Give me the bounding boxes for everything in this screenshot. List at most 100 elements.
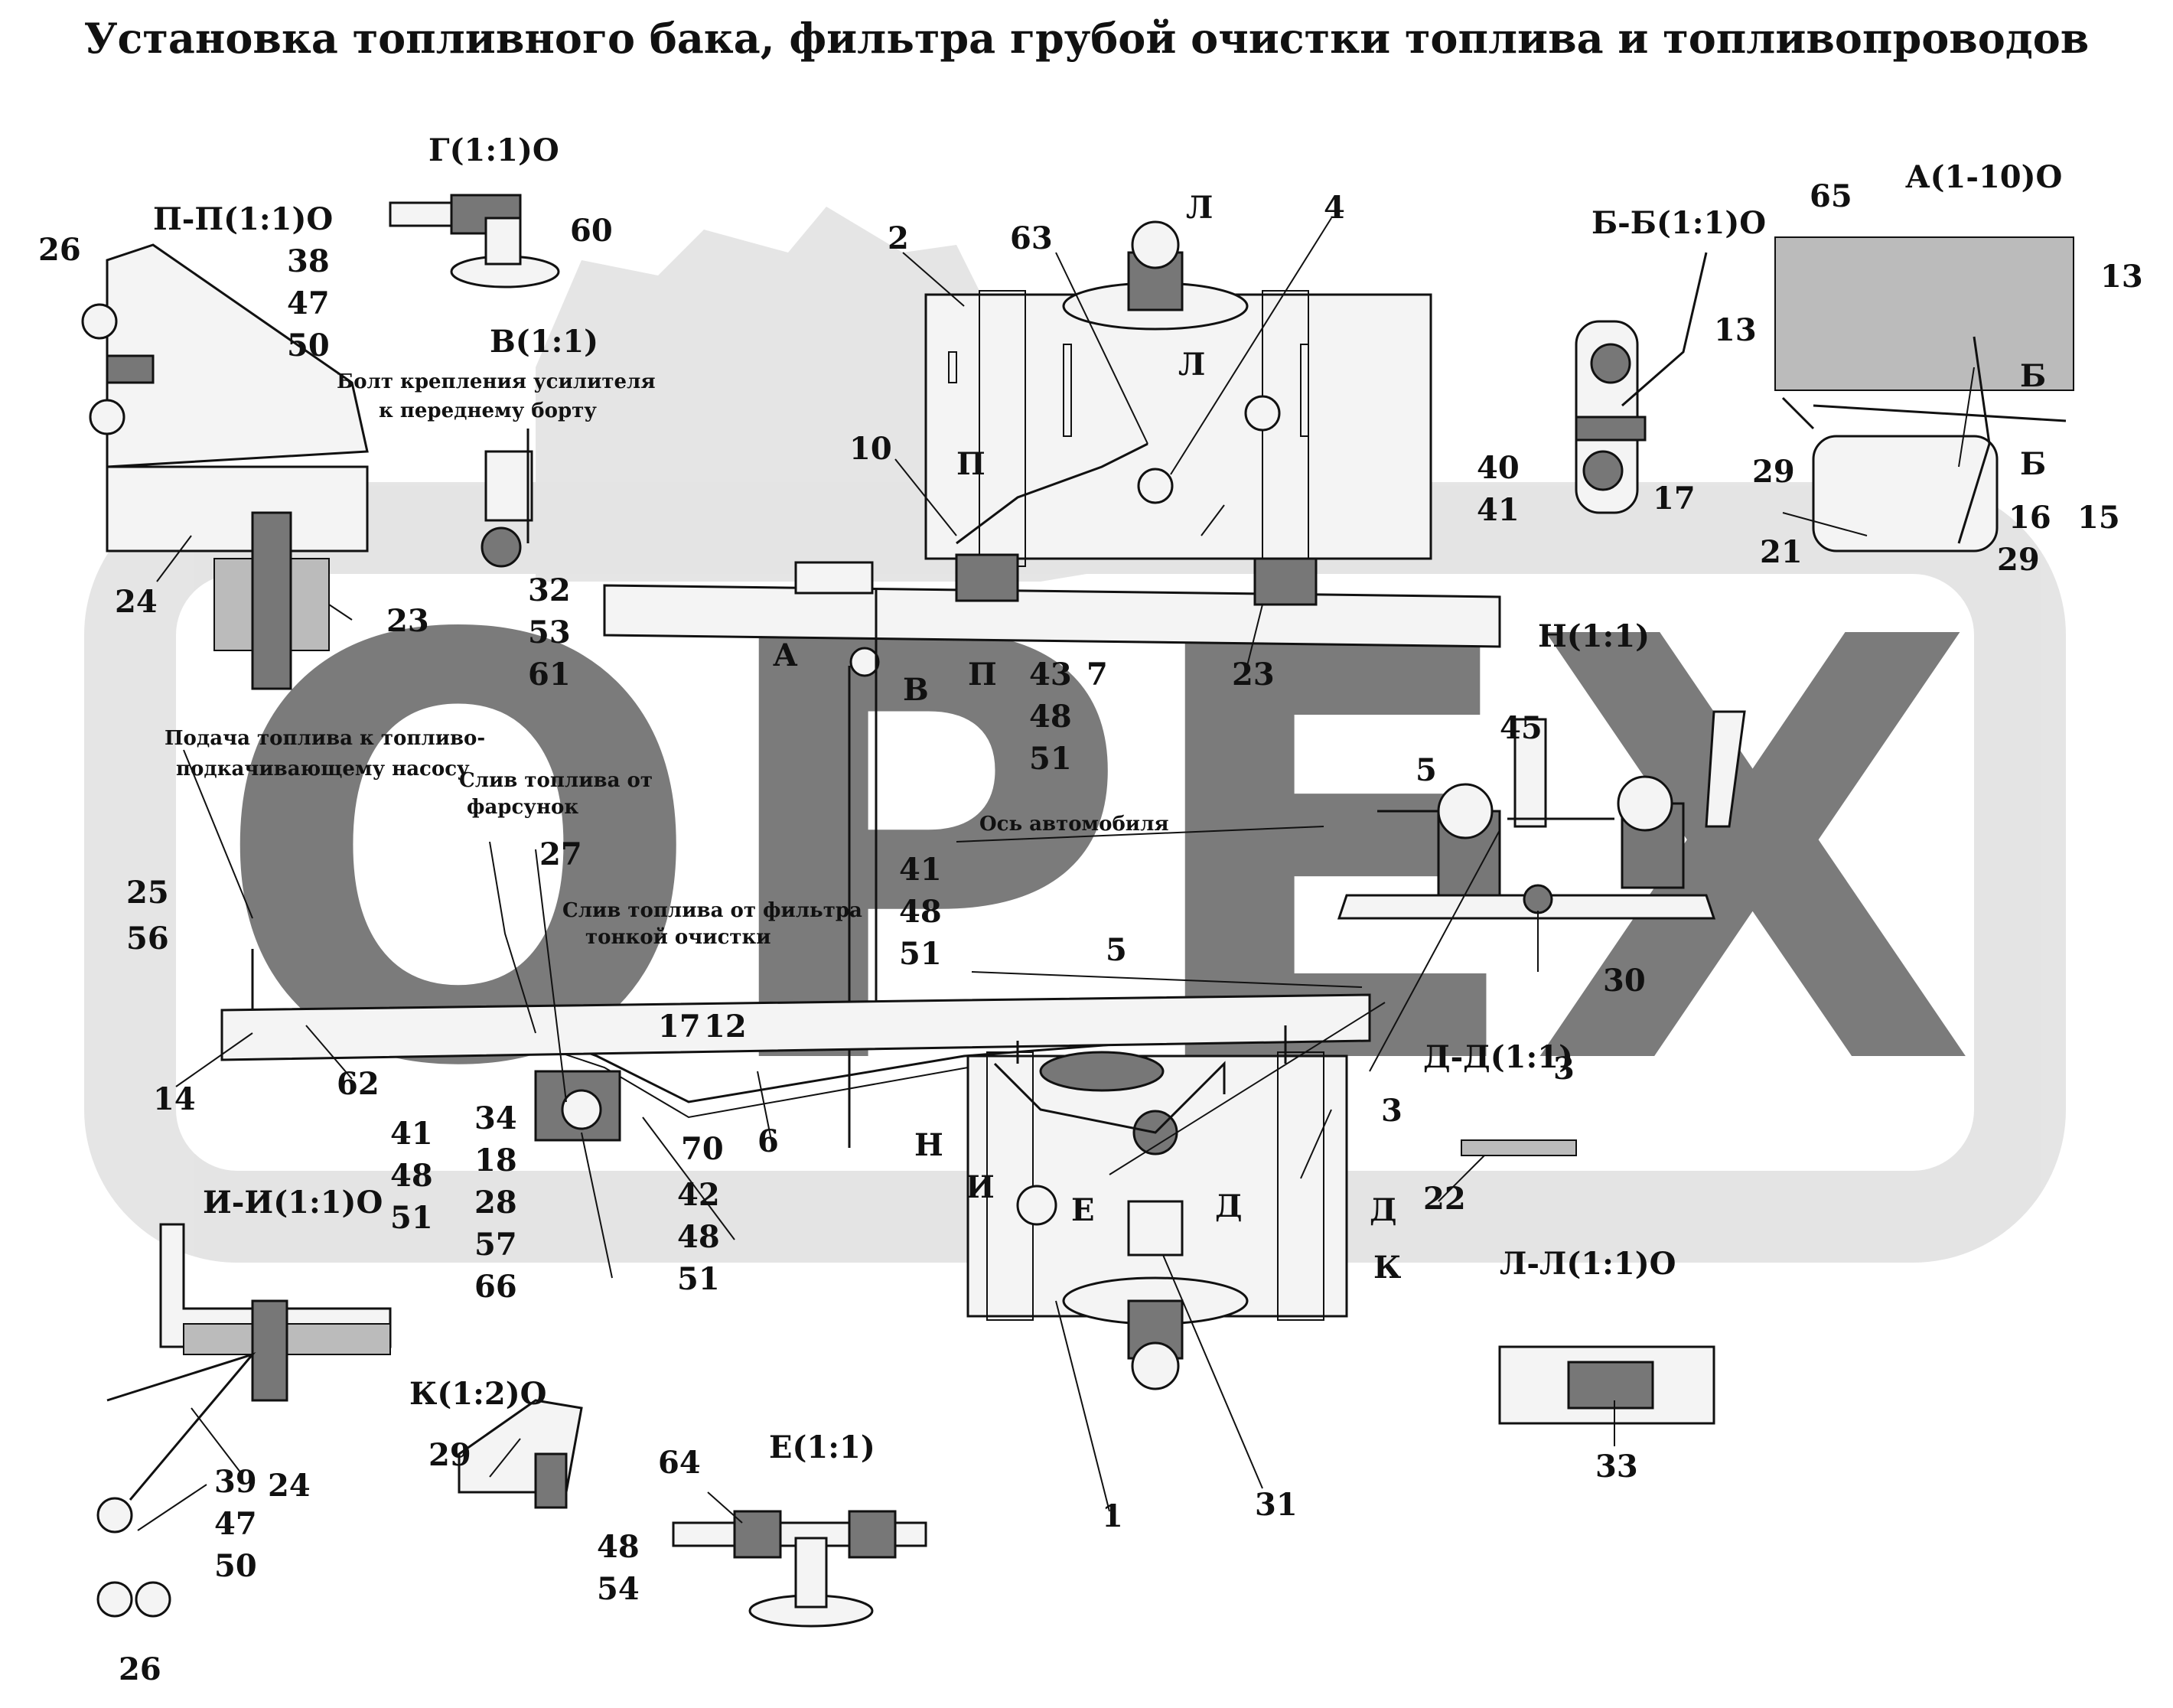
- tank-mount-left: [955, 553, 1019, 602]
- callout-27: 27: [539, 836, 582, 872]
- leader-62: [305, 1025, 353, 1080]
- callout-22: 22: [1423, 1181, 1466, 1217]
- view-ll-detail: [1498, 1345, 1715, 1425]
- note-drain-filter-line2: тонкой очистки: [585, 926, 771, 949]
- callout-21: 21: [1760, 534, 1803, 570]
- leader-4: [1170, 217, 1332, 475]
- tank-mount-right: [1253, 557, 1318, 606]
- leader-42: [642, 1116, 735, 1240]
- a-nozzle: [1781, 396, 1815, 430]
- view-title-ll: Л-Л(1:1)О: [1500, 1246, 1676, 1282]
- callout-54: 54: [597, 1571, 640, 1607]
- filter-cap: [561, 1089, 602, 1130]
- callout-63: 63: [1010, 220, 1053, 256]
- callout-51: 51: [1029, 741, 1072, 777]
- callout-17: 17: [1653, 481, 1696, 517]
- pp-nut: [106, 354, 155, 384]
- section-letter-l-top: Л: [1186, 190, 1213, 226]
- tank-plug: [1244, 395, 1281, 432]
- coarse-fuel-filter: [534, 1070, 621, 1142]
- callout-62: 62: [337, 1066, 380, 1102]
- callout-70: 70: [681, 1131, 724, 1167]
- callout-29-a: 29: [1997, 542, 2040, 578]
- leader-31: [1162, 1254, 1263, 1489]
- leader-23a: [328, 604, 353, 621]
- callout-45: 45: [1500, 710, 1543, 746]
- injector-drain-line: [489, 841, 536, 1034]
- leader-22: [1438, 1155, 1485, 1202]
- callout-41: 41: [1477, 492, 1520, 528]
- e-fitting-right: [848, 1510, 897, 1559]
- leader-2: [902, 252, 965, 307]
- callout-41-line: 41: [899, 852, 942, 888]
- section-letter-b1: Б: [2020, 358, 2046, 394]
- callout-10: 10: [849, 431, 892, 467]
- ll-sensor: [1567, 1361, 1654, 1410]
- pp-roller-1: [81, 303, 118, 340]
- tank-slot-1: [948, 351, 957, 383]
- callout-48-filter: 48: [390, 1158, 433, 1194]
- frame-rail-top: [603, 584, 1501, 648]
- callout-3-strip: 3: [1553, 1051, 1575, 1087]
- leader-lines: [137, 217, 1975, 1531]
- leader-feed: [183, 749, 253, 919]
- pp-roller-2: [89, 399, 125, 435]
- callout-29: 29: [1752, 454, 1795, 490]
- view-title-e: Е(1:1): [769, 1429, 875, 1465]
- e-stem: [794, 1537, 828, 1609]
- leader-23b: [1246, 604, 1263, 667]
- g-hose: [389, 201, 453, 227]
- view-title-dd: Д-Д(1:1): [1423, 1039, 1573, 1075]
- callout-16: 16: [2008, 500, 2051, 536]
- view-e-detail: [672, 1510, 927, 1628]
- callout-29-k: 29: [428, 1437, 471, 1473]
- callout-50-ii: 50: [214, 1548, 257, 1584]
- pp-bracket: [106, 243, 369, 468]
- section-letter-e: Е: [1071, 1192, 1095, 1228]
- note-drain-filter-line1: Слив топлива от фильтра: [562, 899, 862, 922]
- note-feed-line2: подкачивающему насосу: [176, 758, 470, 781]
- callout-38: 38: [287, 243, 330, 279]
- view-g-detail: [389, 194, 560, 288]
- leader-29a: [1782, 512, 1868, 536]
- note-drain-injectors-line2: фарсунок: [467, 796, 578, 819]
- callout-61: 61: [528, 657, 571, 693]
- callout-12: 12: [704, 1009, 747, 1045]
- clip-v: [849, 647, 880, 677]
- callout-53: 53: [528, 614, 571, 650]
- ii-bracket: [106, 1352, 256, 1501]
- frame-bracket-a: [794, 561, 874, 595]
- note-bolt-line2: к переднему борту: [379, 399, 597, 422]
- section-letter-d1: Д: [1215, 1188, 1243, 1224]
- view-title-a: А(1-10)О: [1905, 159, 2062, 195]
- a-radiator: [1774, 236, 2074, 391]
- callout-34: 34: [474, 1100, 517, 1136]
- view-title-pp: П-П(1:1)О: [153, 201, 333, 237]
- bb-pipe: [1621, 252, 1708, 407]
- callout-25: 25: [126, 875, 169, 911]
- pp-bolt: [251, 511, 292, 690]
- tap-right-lever: [1705, 710, 1746, 828]
- leader-29c: [489, 1438, 521, 1478]
- callout-51-filter: 51: [390, 1200, 433, 1236]
- section-letter-p-top: П: [956, 446, 986, 482]
- callout-24-ii: 24: [268, 1468, 311, 1504]
- view-n-fuel-taps: [1337, 710, 1746, 920]
- callout-31: 31: [1255, 1487, 1298, 1523]
- tap-left-lever: [1513, 718, 1547, 828]
- callout-28: 28: [474, 1185, 517, 1221]
- frame-member-top: [603, 553, 1501, 677]
- callout-1: 1: [1102, 1498, 1123, 1534]
- fuel-tank-bottom: [966, 1025, 1348, 1390]
- g-elbow: [484, 217, 522, 266]
- callout-33: 33: [1595, 1449, 1638, 1485]
- fuel-level-sensor: [1137, 468, 1174, 504]
- section-letter-v: В: [903, 672, 929, 708]
- section-letter-k: К: [1373, 1250, 1401, 1286]
- callout-5: 5: [1416, 752, 1437, 788]
- callout-26: 26: [38, 232, 81, 268]
- callout-50: 50: [287, 328, 330, 363]
- callout-48: 48: [1029, 699, 1072, 735]
- callout-64: 64: [658, 1445, 701, 1481]
